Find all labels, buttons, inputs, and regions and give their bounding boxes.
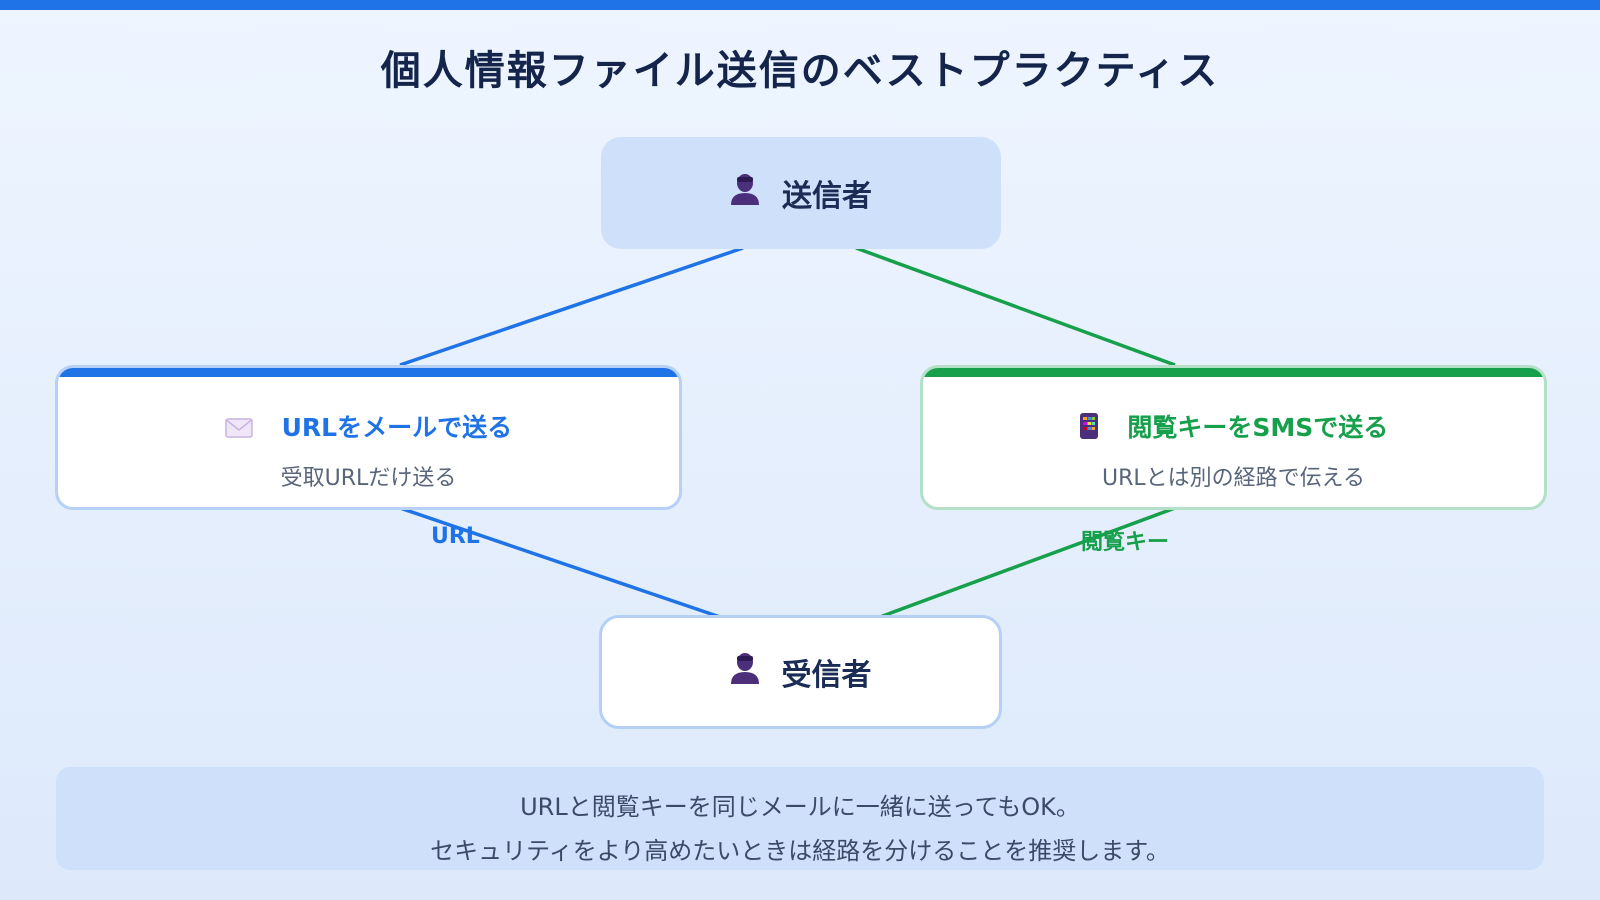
url-email-card: URLをメールで送る 受取URLだけ送る: [55, 365, 682, 510]
envelope-icon: [225, 415, 253, 444]
connector-sender-to-key: [855, 246, 1176, 367]
key-card-title: 閲覧キーをSMSで送る: [1127, 413, 1389, 442]
connector-url-to-receiver: [399, 506, 721, 619]
url-card-heading: URLをメールで送る: [58, 408, 679, 444]
note-line-2: セキュリティをより高めたいときは経路を分けることを推奨します。: [430, 837, 1170, 865]
sender-label: 送信者: [782, 179, 872, 214]
person-icon: [730, 652, 760, 692]
key-card-accent-stripe: [923, 368, 1544, 377]
mobile-phone-icon: [1079, 412, 1099, 446]
connector-sender-to-url: [399, 246, 744, 367]
person-icon: [730, 173, 760, 213]
info-note: URLと閲覧キーを同じメールに一緒に送ってもOK。 セキュリティをより高めたいと…: [56, 767, 1544, 870]
note-line-1: URLと閲覧キーを同じメールに一緒に送ってもOK。: [520, 793, 1080, 821]
url-card-accent-stripe: [58, 368, 679, 377]
key-card-heading: 閲覧キーをSMSで送る: [923, 408, 1544, 446]
key-edge-label: 閲覧キー: [1081, 530, 1170, 555]
top-accent-bar: [0, 0, 1600, 10]
sender-node: 送信者: [601, 137, 1001, 249]
url-card-subtitle: 受取URLだけ送る: [280, 466, 457, 491]
url-card-title: URLをメールで送る: [281, 413, 513, 442]
sms-key-card: 閲覧キーをSMSで送る URLとは別の経路で伝える: [920, 365, 1547, 510]
url-edge-label: URL: [431, 524, 480, 549]
key-card-subtitle: URLとは別の経路で伝える: [1102, 466, 1365, 491]
connector-key-to-receiver: [879, 506, 1176, 619]
receiver-label: 受信者: [781, 658, 872, 693]
page-title: 個人情報ファイル送信のベストプラクティス: [380, 48, 1220, 94]
receiver-node: 受信者: [599, 615, 1002, 729]
